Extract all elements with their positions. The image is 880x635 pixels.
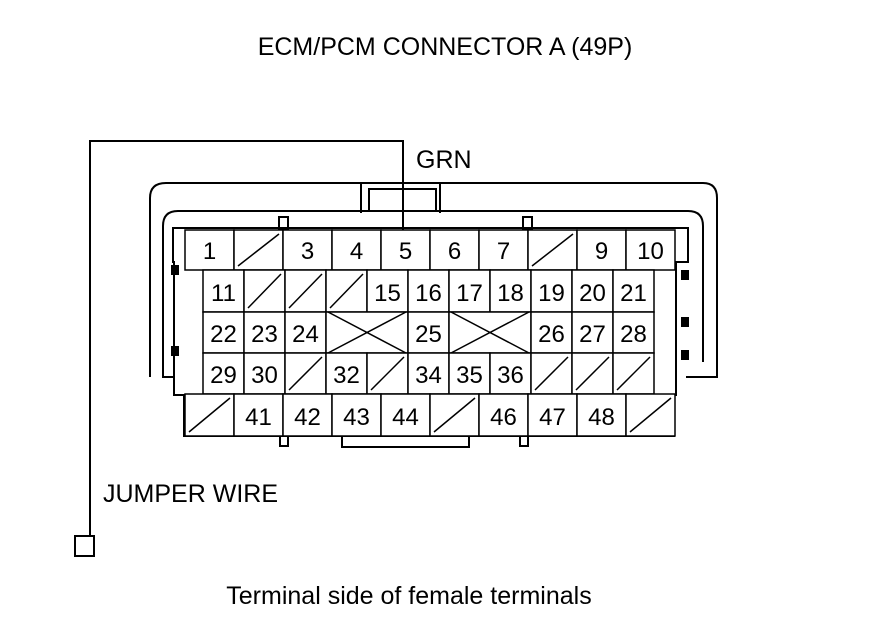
jumper-terminal-box: [74, 535, 95, 557]
terminal-number: 29: [210, 362, 237, 389]
terminal-number: 27: [579, 321, 606, 348]
terminal-number: 4: [350, 238, 363, 265]
terminal-number: 46: [490, 404, 517, 431]
terminal-cell: [202, 352, 245, 395]
unused-terminal-mark: [433, 397, 476, 433]
terminal-cell: [530, 311, 573, 354]
terminal-cell: [380, 393, 431, 437]
terminal-number: 20: [579, 280, 606, 307]
terminal-cell: [282, 393, 333, 437]
wire-color-label: GRN: [416, 146, 472, 174]
terminal-number: 19: [538, 280, 565, 307]
terminal-number: 16: [415, 280, 442, 307]
terminal-number: 41: [245, 404, 272, 431]
terminal-number: 26: [538, 321, 565, 348]
terminal-number: 10: [637, 238, 664, 265]
connector-housing-outer: [149, 182, 718, 378]
terminal-number: 24: [292, 321, 319, 348]
connector-housing-inner: [162, 210, 704, 378]
unused-terminal-mark: [329, 273, 364, 309]
bottom-key-center: [341, 436, 470, 448]
terminal-number: 36: [497, 362, 524, 389]
bottom-key-left: [279, 435, 289, 447]
terminal-cell: [243, 311, 286, 354]
terminal-cell: [380, 229, 431, 271]
terminal-cell: [243, 352, 286, 395]
terminal-cell: [407, 311, 450, 354]
unused-terminal-mark: [616, 356, 651, 391]
bottom-key-right: [519, 435, 529, 447]
terminal-number: 5: [399, 238, 412, 265]
terminal-number: 25: [415, 321, 442, 348]
terminal-number: 9: [595, 238, 608, 265]
terminal-number: 23: [251, 321, 278, 348]
unused-terminal-mark: [534, 356, 569, 391]
side-lock-right-bottom: [681, 350, 689, 360]
terminal-number: 1: [203, 238, 216, 265]
side-lock-right-top: [681, 270, 689, 280]
terminal-cell: [612, 311, 655, 354]
terminal-number: 15: [374, 280, 401, 307]
terminal-cell: [625, 229, 676, 271]
unused-terminal-mark: [370, 356, 405, 391]
terminal-cell: [478, 393, 529, 437]
terminal-number: 48: [588, 404, 615, 431]
jumper-wire: [89, 140, 404, 536]
unused-terminal-mark: [188, 397, 231, 433]
terminal-number: 3: [301, 238, 314, 265]
terminal-cell: [530, 269, 573, 313]
terminal-cell: [331, 393, 382, 437]
terminal-number: 47: [539, 404, 566, 431]
terminal-number: 28: [620, 321, 647, 348]
connector-latch: [360, 183, 441, 213]
terminal-number: 42: [294, 404, 321, 431]
terminal-number: 18: [497, 280, 524, 307]
terminal-number: 30: [251, 362, 278, 389]
terminal-number: 17: [456, 280, 483, 307]
terminal-number: 7: [497, 238, 510, 265]
unused-terminal-mark: [288, 356, 323, 391]
terminal-number: 6: [448, 238, 461, 265]
unused-terminal-mark: [237, 233, 280, 267]
terminal-number: 35: [456, 362, 483, 389]
unused-terminal-mark: [288, 273, 323, 309]
terminal-cell: [612, 269, 655, 313]
terminal-cell: [284, 311, 327, 354]
terminal-cell: [282, 229, 333, 271]
terminal-cell: [366, 269, 409, 313]
side-lock-left-top: [171, 265, 179, 275]
terminal-cell: [576, 393, 627, 437]
terminal-number: 21: [620, 280, 647, 307]
jumper-wire-label: JUMPER WIRE: [103, 480, 278, 508]
terminal-cell: [202, 311, 245, 354]
unused-terminal-mark: [531, 233, 574, 267]
terminal-number: 34: [415, 362, 442, 389]
terminal-number: 11: [211, 280, 236, 307]
terminal-number: 32: [333, 362, 360, 389]
side-lock-right-mid: [681, 317, 689, 327]
unused-terminal-mark: [450, 311, 530, 354]
diagram-title: ECM/PCM CONNECTOR A (49P): [258, 33, 633, 61]
terminal-cell: [407, 269, 450, 313]
unused-terminal-mark: [327, 311, 407, 354]
unused-terminal-mark: [575, 356, 610, 391]
terminal-number: 44: [392, 404, 419, 431]
terminal-number: 22: [210, 321, 237, 348]
unused-terminal-mark: [629, 397, 672, 433]
terminal-cell: [233, 393, 284, 437]
unused-terminal-mark: [247, 273, 282, 309]
terminal-number: 43: [343, 404, 370, 431]
side-lock-left-bottom: [171, 346, 179, 356]
caption: Terminal side of female terminals: [226, 582, 591, 610]
terminal-cell: [448, 269, 491, 313]
